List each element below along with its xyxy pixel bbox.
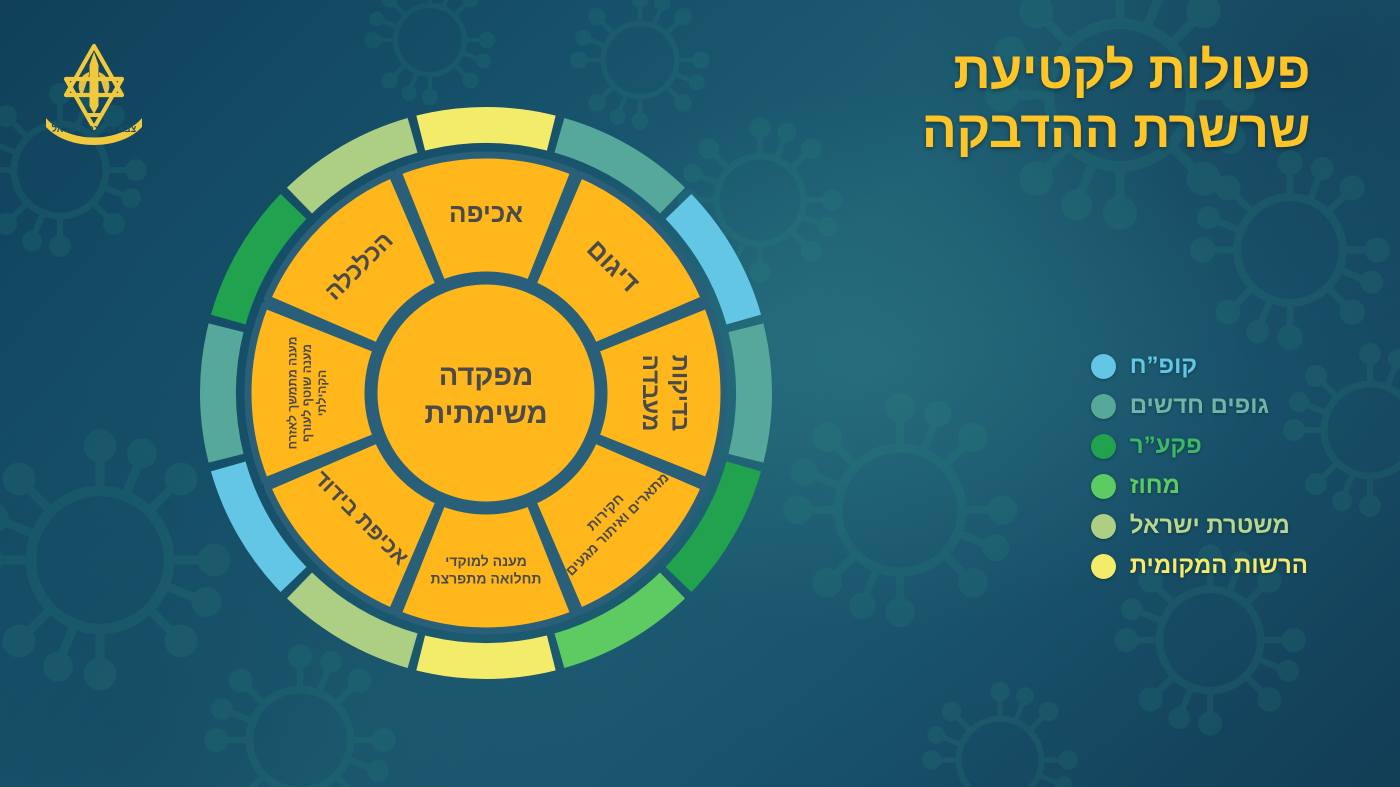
wheel-segment-economy[interactable]: הכלכלה [263,170,443,350]
legend-item-5: הרשות המקומית [1090,552,1308,580]
segment-label-line: תחלואה מתפרצת [431,570,542,586]
legend-item-3: מחוז [1090,472,1308,500]
page-title-line-2: שרשרת ההדבקה [921,101,1311,160]
outer-responsibility-ring [200,107,772,679]
segment-label-line: מענה מתמשך לאזרח [286,337,300,450]
legend-color-swatch-icon [1090,513,1116,539]
segment-label: אכיפה [449,198,523,228]
legend-item-label: גופים חדשים [1129,392,1269,419]
segment-label-line: מענה למוקדי [445,553,527,569]
hub-label-line-1: מפקדה [439,360,534,392]
segment-wedge[interactable] [263,170,443,350]
ring-arc-11[interactable] [286,117,418,214]
legend-item-label: הרשות המקומית [1129,552,1308,579]
segment-wedge[interactable] [394,151,578,287]
segment-wedge[interactable] [592,301,728,485]
segment-label-line: מעבדה [637,355,664,432]
wheel-segment-enforcement[interactable]: אכיפה [394,151,578,287]
legend: קופ”ח גופים חדשים פקע”ר מחוז משטרת ישראל… [1090,352,1308,592]
wheel-segment-sampling[interactable]: דיגום [529,170,709,350]
ring-arc-6[interactable] [416,635,556,679]
ring-arc-1[interactable] [554,117,686,214]
legend-color-swatch-icon [1090,353,1116,379]
legend-item-1: גופים חדשים [1090,392,1308,420]
legend-item-2: פקע”ר [1090,432,1308,460]
logo-motto-text: צבא ההגנה לישראל [52,124,137,135]
legend-color-swatch-icon [1090,553,1116,579]
ring-arc-7[interactable] [286,572,418,669]
wheel-segment-isolation[interactable]: אכיפת בידוד [263,436,443,616]
idf-emblem-logo: צבא ההגנה לישראל [46,43,142,145]
legend-item-label: מחוז [1129,472,1180,499]
legend-item-0: קופ”ח [1090,352,1308,380]
ring-arc-3[interactable] [728,323,772,463]
legend-color-swatch-icon [1090,393,1116,419]
ring-arc-9[interactable] [200,323,244,463]
legend-color-swatch-icon [1090,473,1116,499]
hub-circle [370,277,602,509]
segment-wedge[interactable] [244,301,380,485]
sword-and-olive-branch [78,52,110,117]
segment-wedge[interactable] [529,170,709,350]
segment-wedge[interactable] [263,436,443,616]
legend-item-label: משטרת ישראל [1129,512,1290,539]
segment-label-line: הקהילתי [315,370,329,417]
wheel-hub: מפקדה משימתית [370,277,602,509]
ring-arc-2[interactable] [665,193,762,325]
page-title-line-1: פעולות לקטיעת [953,42,1310,100]
ring-arc-4[interactable] [665,461,762,593]
segment-label-line: מענה שוטף לעורף [300,344,314,442]
ring-arc-5[interactable] [554,572,686,669]
ring-arc-8[interactable] [210,461,307,593]
legend-item-label: קופ”ח [1129,352,1198,379]
segment-label-line: אכיפה [449,198,523,228]
segment-wedge[interactable] [529,436,709,616]
ring-arc-0[interactable] [416,107,556,151]
segment-label-line: בדיקות [666,355,693,432]
segment-wedge[interactable] [394,499,578,635]
page-title: פעולות לקטיעת שרשרת ההדבקה [921,42,1311,161]
legend-color-swatch-icon [1090,433,1116,459]
ring-arc-10[interactable] [210,193,307,325]
hub-label-line-2: משימתית [424,398,547,430]
legend-item-4: משטרת ישראל [1090,512,1308,540]
legend-item-label: פקע”ר [1129,432,1202,459]
